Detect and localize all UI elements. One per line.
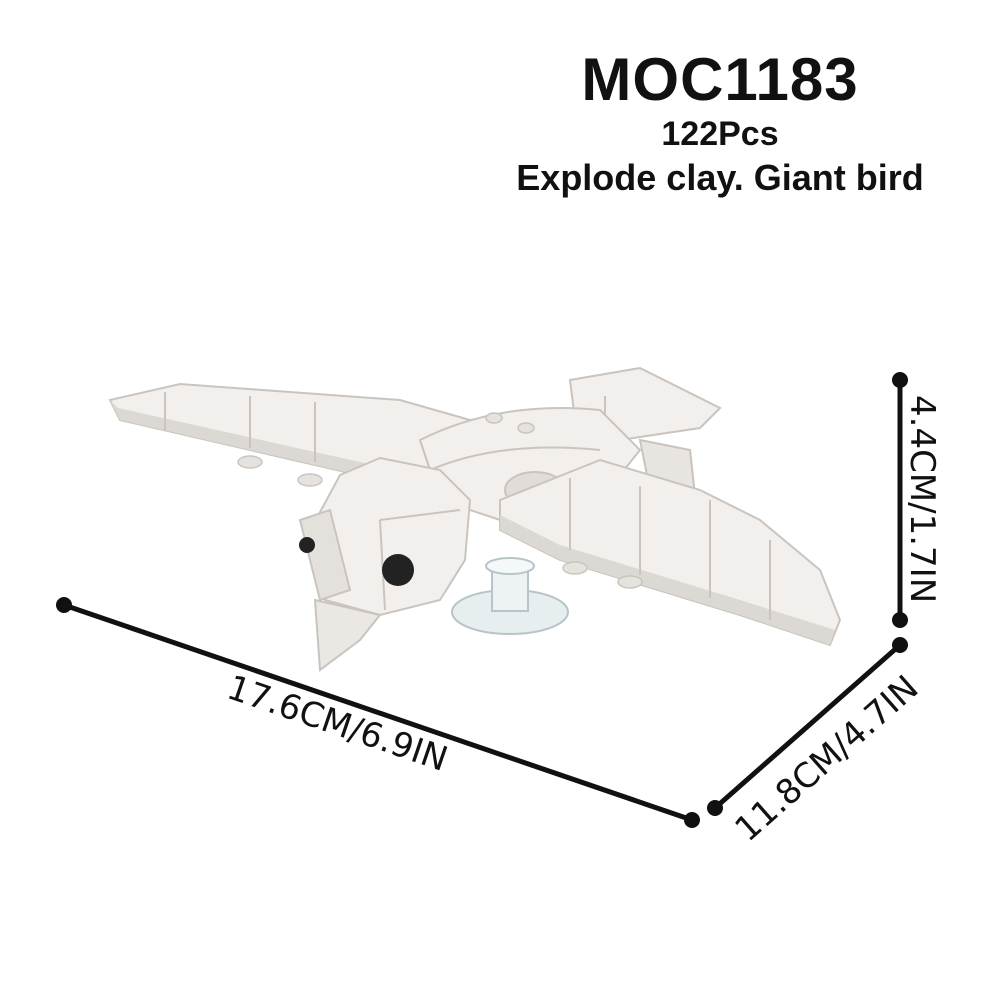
width-label: 11.8CM/4.7IN [727,668,926,850]
dimension-height: 4.4CM/1.7IN [892,372,942,628]
dimension-width: 11.8CM/4.7IN [707,637,926,850]
eye-icon [382,554,414,586]
product-header: MOC1183 122Pcs Explode clay. Giant bird [460,48,980,200]
height-label: 4.4CM/1.7IN [902,395,942,603]
bird-model [108,366,842,672]
dimension-length: 17.6CM/6.9IN [56,597,700,828]
piece-count: 122Pcs [661,115,779,153]
set-name: Explode clay. Giant bird [516,157,924,198]
right-wing [499,458,842,647]
display-stand [451,557,569,635]
head [298,456,472,672]
model-code: MOC1183 [581,46,859,113]
